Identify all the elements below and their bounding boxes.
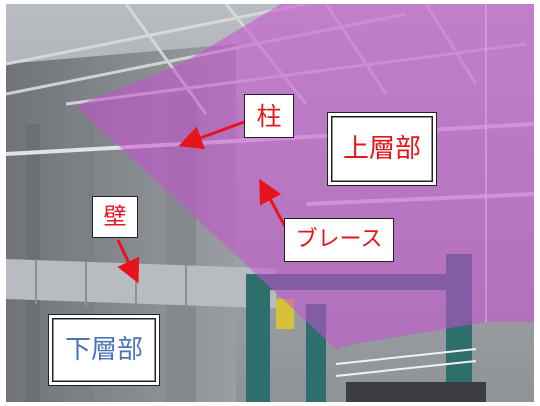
photo-frame bbox=[6, 4, 534, 402]
lower-part-label: 下層部 bbox=[48, 314, 160, 386]
brace-arrow bbox=[259, 178, 290, 233]
column-arrow bbox=[178, 120, 245, 150]
arrows-layer bbox=[116, 120, 290, 284]
upper-part-overlay bbox=[76, 4, 534, 349]
column-label: 柱 bbox=[244, 94, 294, 138]
upper-part-label: 上層部 bbox=[327, 112, 437, 186]
brace-label: ブレース bbox=[284, 218, 394, 262]
wall-label: 壁 bbox=[92, 196, 138, 238]
wall-arrow bbox=[116, 239, 140, 284]
